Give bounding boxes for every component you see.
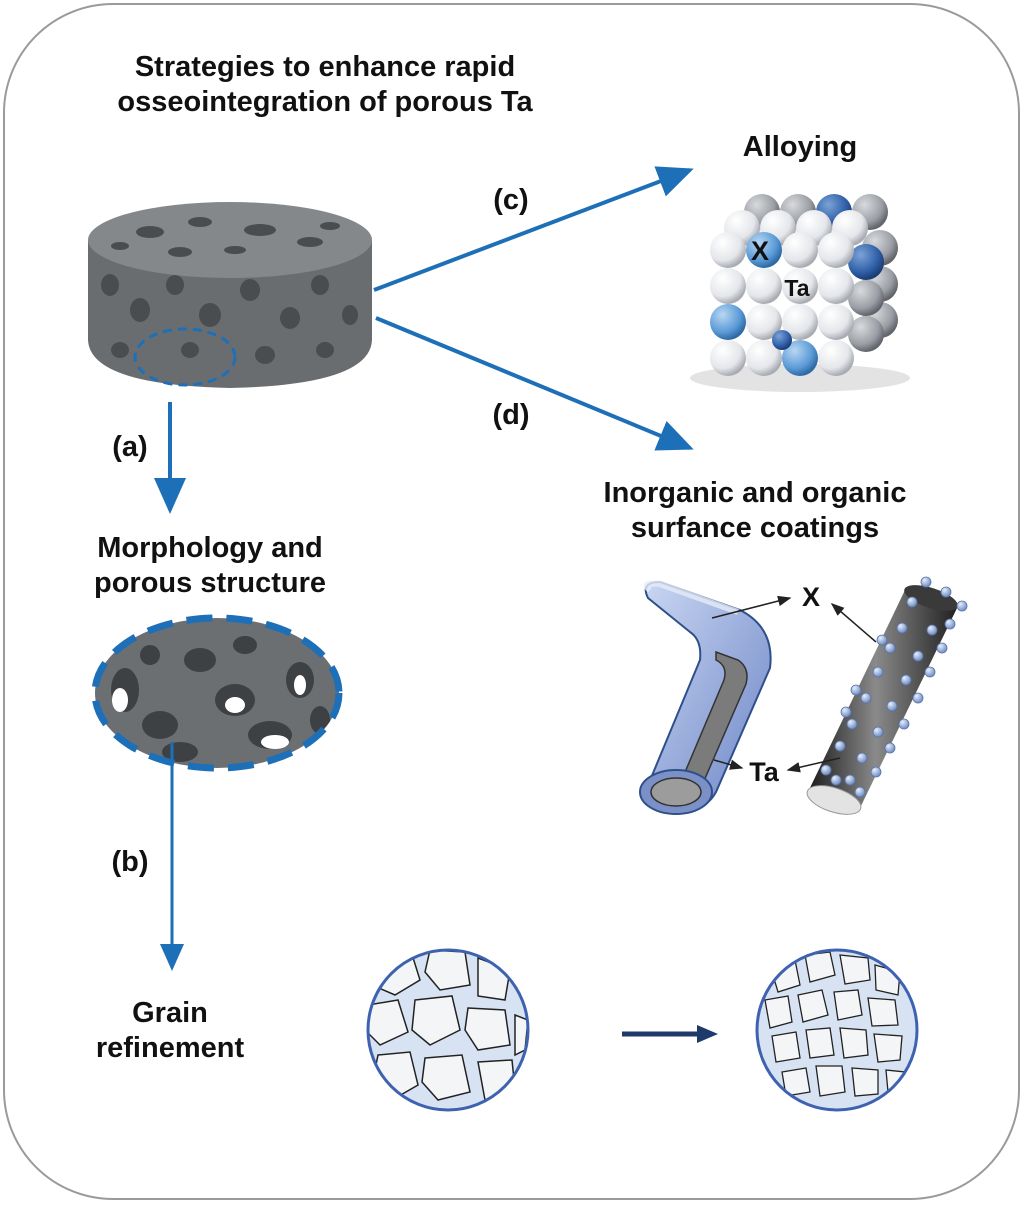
coated-rod	[806, 576, 968, 815]
coating-x-label: X	[802, 582, 820, 612]
alloy-x-label: X	[751, 236, 769, 266]
arrow-c	[373, 166, 694, 292]
flow-arrows	[154, 166, 694, 971]
alloy-ta-label: Ta	[784, 275, 809, 301]
morphology-line-2: porous structure	[93, 567, 327, 599]
label-d: (d)	[492, 399, 530, 431]
diagram-title: Strategies to enhance rapid osseointegra…	[40, 50, 610, 120]
label-b: (b)	[111, 846, 149, 878]
arrow-d	[375, 316, 694, 451]
porous-structure-zoom	[91, 614, 343, 772]
alloying-heading: Alloying	[742, 131, 858, 163]
title-line-1: Strategies to enhance rapid	[134, 51, 516, 83]
grain-coarse	[366, 948, 530, 1112]
coatings-line-2: surfance coatings	[630, 512, 880, 544]
morphology-heading: Morphology and porous structure	[50, 531, 370, 601]
coatings-heading: Inorganic and organic surfance coatings	[545, 476, 965, 546]
coating-beads	[820, 576, 968, 798]
label-c: (c)	[493, 184, 529, 216]
grain-fine	[755, 948, 919, 1112]
grain-heading: Grain refinement	[60, 996, 280, 1066]
grain-line-1: Grain	[132, 997, 208, 1029]
coating-ta-label: Ta	[749, 757, 779, 787]
porous-ta-cylinder	[88, 202, 372, 388]
grain-line-2: refinement	[95, 1032, 245, 1064]
morphology-line-1: Morphology and	[97, 532, 323, 564]
grain-arrow-head	[697, 1025, 718, 1043]
alloy-lattice: X Ta	[690, 194, 910, 392]
coated-tube	[639, 580, 772, 815]
title-line-2: osseointegration of porous Ta	[117, 86, 533, 118]
coatings-line-1: Inorganic and organic	[603, 477, 907, 509]
coating-pointers	[711, 595, 877, 773]
label-a: (a)	[112, 431, 148, 463]
